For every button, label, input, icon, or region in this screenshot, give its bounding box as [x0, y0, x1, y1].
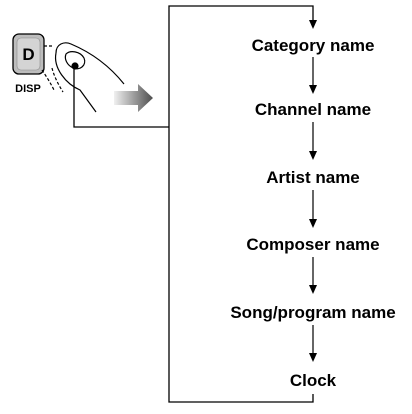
press-connector-line — [73, 69, 169, 128]
loop-entry-arrowhead — [309, 20, 317, 29]
step-channel-name: Channel name — [255, 100, 371, 119]
disp-button-letter: D — [22, 45, 34, 64]
step-artist-name: Artist name — [266, 168, 360, 187]
finger-press-icon — [41, 42, 125, 113]
disp-button[interactable]: D DISP — [12, 33, 45, 95]
step-category-name: Category name — [252, 36, 375, 55]
step-clock: Clock — [290, 371, 337, 390]
disp-button-caption: DISP — [15, 83, 41, 95]
sequence-steps: Category name Channel name Artist name C… — [230, 36, 395, 390]
push-arrow-icon — [114, 84, 153, 112]
step-song-program-name: Song/program name — [230, 303, 395, 322]
loop-back-line — [168, 5, 314, 403]
step-composer-name: Composer name — [246, 235, 379, 254]
